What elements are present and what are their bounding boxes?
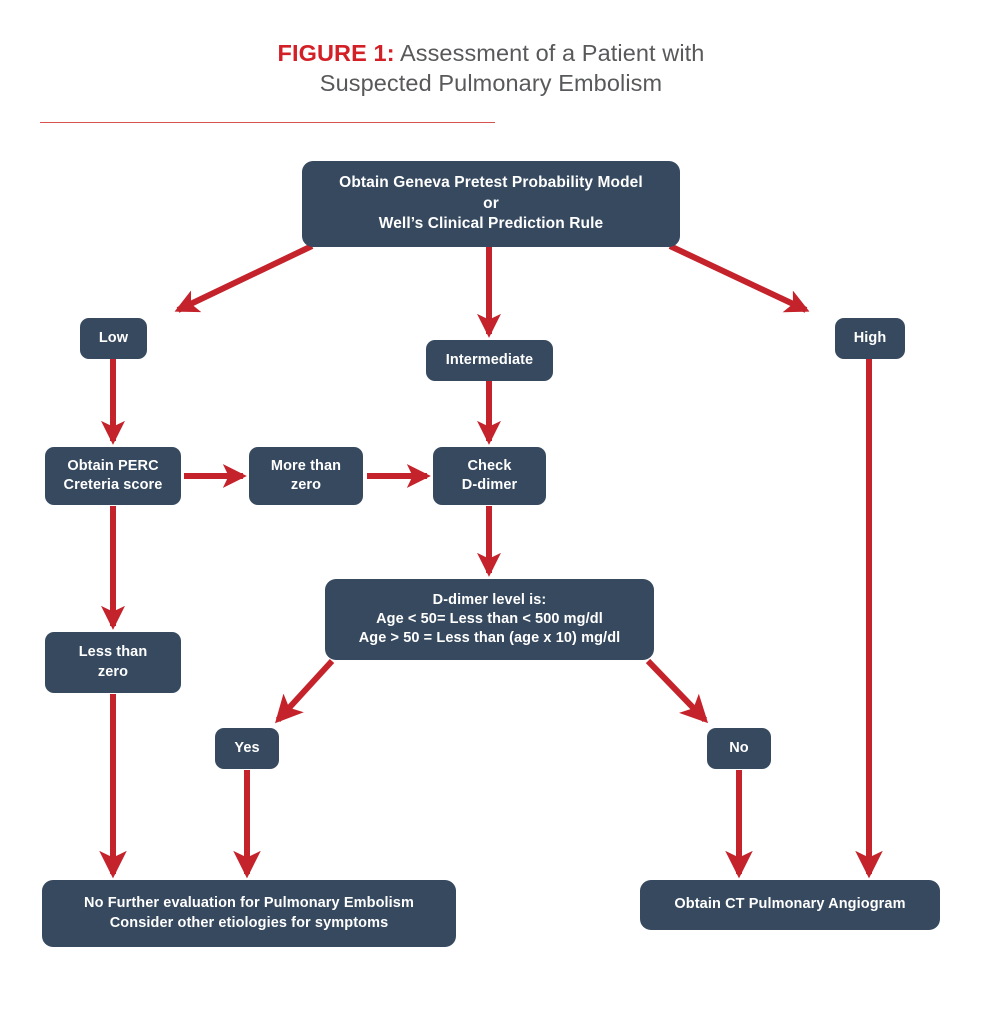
- node-label: Obtain PERC Creteria score: [63, 457, 163, 493]
- edge-ddlevel-to-yes: [275, 658, 335, 724]
- node-obtain-ct-pulmonary-angiogram[interactable]: Obtain CT Pulmonary Angiogram: [640, 880, 940, 930]
- node-label: High: [853, 329, 887, 346]
- node-no[interactable]: No: [707, 728, 771, 769]
- node-label: More than zero: [270, 457, 342, 493]
- node-label: Obtain CT Pulmonary Angiogram: [674, 896, 906, 913]
- figure-title-line-2: Suspected Pulmonary Embolism: [319, 70, 663, 96]
- node-no-further-evaluation[interactable]: No Further evaluation for Pulmonary Embo…: [42, 880, 456, 947]
- node-less-than-zero[interactable]: Less than zero: [45, 632, 181, 693]
- node-low[interactable]: Low: [80, 318, 147, 359]
- node-label: Intermediate: [445, 351, 534, 368]
- node-label: No: [729, 739, 749, 756]
- edge-root-to-low: [174, 243, 314, 313]
- node-obtain-pretest-probability-model[interactable]: Obtain Geneva Pretest Probability Model …: [302, 161, 680, 247]
- edge-root-to-high: [668, 243, 810, 313]
- node-label: Less than zero: [78, 644, 148, 680]
- node-high[interactable]: High: [835, 318, 905, 359]
- node-label: D-dimer level is: Age < 50= Less than < …: [358, 591, 621, 647]
- node-check-d-dimer[interactable]: Check D-dimer: [433, 447, 546, 505]
- figure-title-line-1: FIGURE 1: Assessment of a Patient with: [0, 38, 982, 68]
- node-label: Yes: [234, 739, 260, 756]
- figure-title-line-1-text: Assessment of a Patient with: [394, 40, 705, 66]
- figure-title: FIGURE 1: Assessment of a Patient with S…: [0, 38, 982, 98]
- node-label: Low: [98, 329, 129, 346]
- node-intermediate[interactable]: Intermediate: [426, 340, 553, 381]
- title-divider-rule: [40, 122, 495, 123]
- node-obtain-perc-criteria-score[interactable]: Obtain PERC Creteria score: [45, 447, 181, 505]
- figure-number-label: FIGURE 1:: [277, 40, 395, 66]
- node-label: Obtain Geneva Pretest Probability Model …: [339, 174, 643, 233]
- node-d-dimer-level[interactable]: D-dimer level is: Age < 50= Less than < …: [325, 579, 654, 660]
- node-more-than-zero[interactable]: More than zero: [249, 447, 363, 505]
- node-yes[interactable]: Yes: [215, 728, 279, 769]
- node-label: No Further evaluation for Pulmonary Embo…: [84, 895, 414, 931]
- edge-ddlevel-to-no: [645, 658, 709, 724]
- node-label: Check D-dimer: [461, 457, 518, 493]
